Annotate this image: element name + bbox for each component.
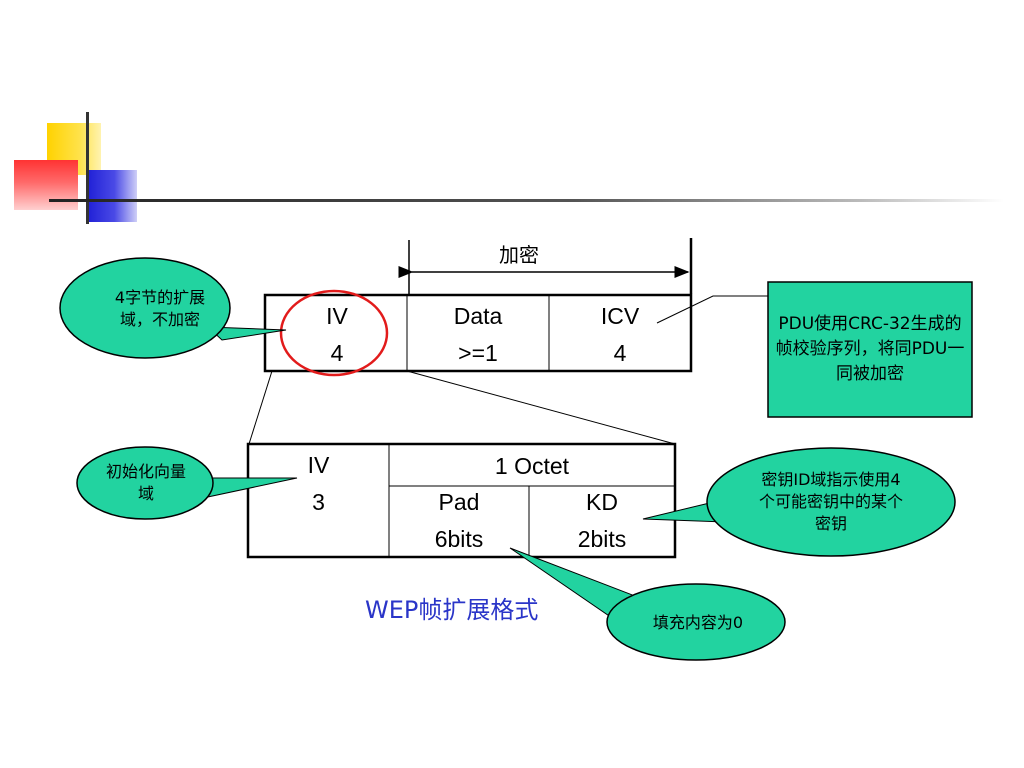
top-iv-cell: IV 4 <box>267 298 407 372</box>
bottom-frame-table <box>246 442 677 559</box>
top-icv-size: 4 <box>613 340 627 366</box>
encrypt-label: 加密 <box>499 243 539 267</box>
encrypt-bracket <box>398 238 693 294</box>
callout-ext-field-text: 4字节的扩展域，不加密 <box>114 288 206 329</box>
callout-pad-note <box>509 547 786 661</box>
bottom-pad-cell: Pad 6bits <box>389 484 529 558</box>
callout-iv-note-text: 初始化向量域 <box>105 462 186 503</box>
callout-ext-field <box>59 257 287 359</box>
icv-note-text: PDU使用CRC-32生成的帧校验序列，将同PDU一同被加密 <box>775 313 965 384</box>
top-iv-size: 4 <box>330 340 344 366</box>
top-data-size: >=1 <box>458 340 498 366</box>
decor-horizontal-rule <box>49 199 1004 202</box>
diagram-caption: WEP帧扩展格式 <box>365 596 539 624</box>
bottom-iv-cell: IV 3 <box>248 447 389 521</box>
bottom-pad-name: Pad <box>438 489 480 515</box>
callout-pad-note-text: 填充内容为0 <box>652 613 744 632</box>
top-iv-name: IV <box>326 303 348 329</box>
bottom-octet-header: 1 Octet <box>494 452 570 479</box>
bottom-pad-size: 6bits <box>434 526 484 552</box>
iv-highlight-circle <box>279 289 389 377</box>
callout-key-id <box>642 447 956 557</box>
top-icv-name: ICV <box>600 303 640 329</box>
bottom-iv-name: IV <box>307 452 330 478</box>
icv-connector-line <box>656 295 768 324</box>
bottom-kd-name: KD <box>586 489 618 515</box>
zoom-line-right <box>406 370 676 445</box>
callout-iv-note <box>76 446 298 520</box>
callout-key-id-text: 密钥ID域指示使用4个可能密钥中的某个密钥 <box>758 470 903 533</box>
zoom-line-left <box>248 370 273 445</box>
top-data-name: Data <box>453 303 503 329</box>
decor-blue-square <box>87 170 137 222</box>
bottom-iv-size: 3 <box>312 489 325 515</box>
bottom-kd-size: 2bits <box>577 526 627 552</box>
bottom-kd-cell: KD 2bits <box>529 484 675 558</box>
top-data-cell: Data >=1 <box>407 298 549 372</box>
icv-note-box <box>767 281 973 418</box>
top-icv-cell: ICV 4 <box>549 298 691 372</box>
decor-vertical-line <box>86 112 89 224</box>
